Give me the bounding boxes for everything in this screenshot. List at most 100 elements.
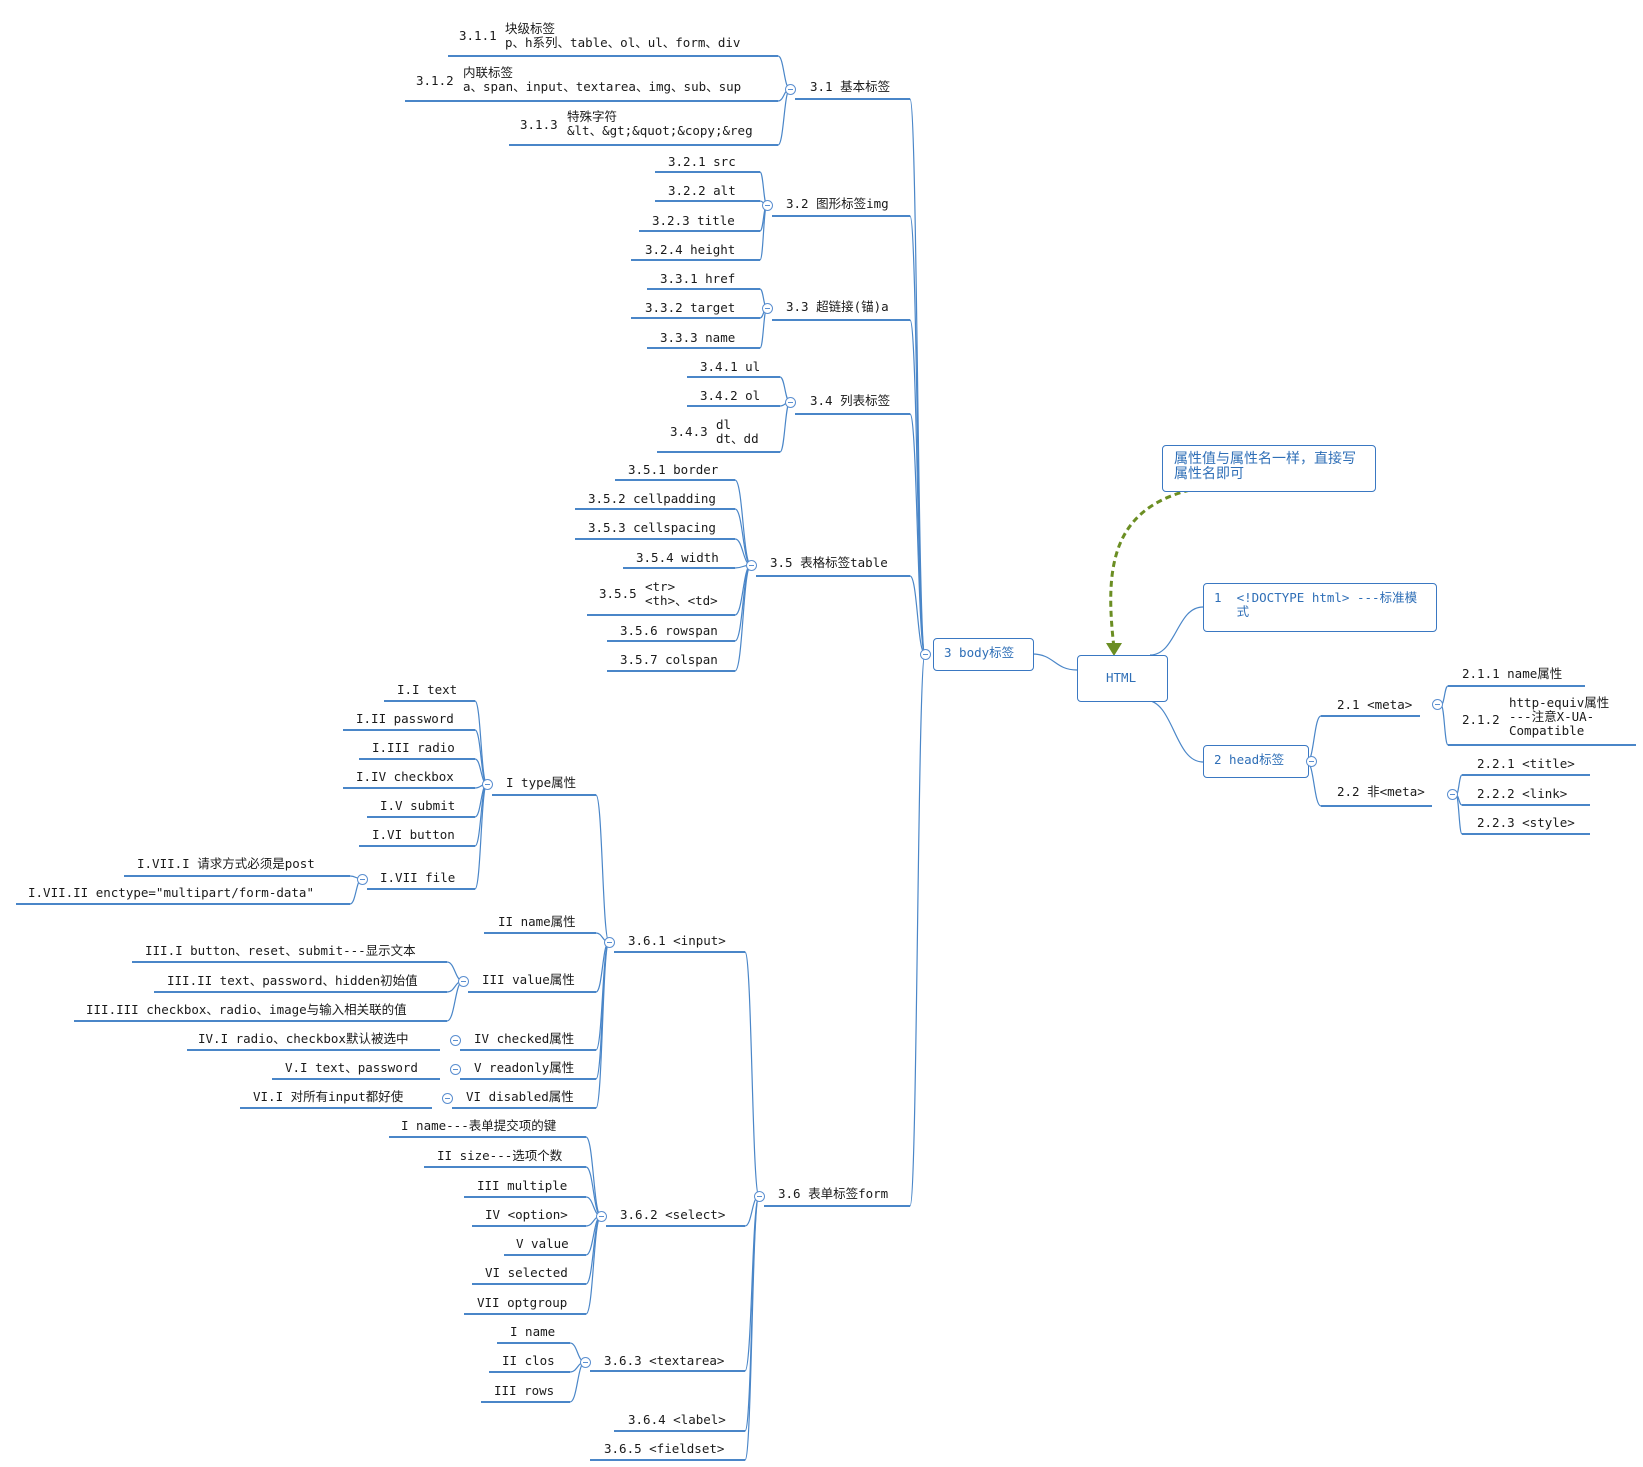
node-file-enctype[interactable]: I.VII.II enctype="multipart/form-data" [28, 885, 314, 900]
collapse-toggle-3-5[interactable] [746, 560, 757, 571]
node-textarea-clos[interactable]: II clos [502, 1353, 555, 1368]
collapse-toggle-3-6[interactable] [754, 1191, 765, 1202]
node-3-1-2-num[interactable]: 3.1.2 [416, 73, 454, 88]
node-3-1-1-text[interactable]: 块级标签 p、h系列、table、ol、ul、form、div [505, 21, 741, 50]
node-3-1-1-num[interactable]: 3.1.1 [459, 28, 497, 43]
node-3-6[interactable]: 3.6 表单标签form [778, 1186, 889, 1201]
node-input-value[interactable]: III value属性 [482, 972, 575, 987]
collapse-toggle-3-1[interactable] [785, 84, 796, 95]
collapse-toggle-readonly[interactable] [450, 1064, 461, 1075]
node-3-5-6[interactable]: 3.5.6 rowspan [620, 623, 718, 638]
node-3-1-3-num[interactable]: 3.1.3 [520, 117, 558, 132]
node-3-5-5-text[interactable]: <tr> <th>、<td> [645, 579, 718, 608]
node-2-1-2-text[interactable]: http-equiv属性 ---注意X-UA- Compatible [1509, 695, 1610, 738]
node-3-4-3-text[interactable]: dl dt、dd [716, 417, 759, 446]
node-3-2-3[interactable]: 3.2.3 title [652, 213, 735, 228]
node-2-2-3[interactable]: 2.2.3 <style> [1477, 815, 1575, 830]
link-3-6-5 [744, 1195, 760, 1461]
node-3-6-2[interactable]: 3.6.2 <select> [620, 1207, 726, 1222]
node-3-2[interactable]: 3.2 图形标签img [786, 196, 889, 211]
node-3-5-4[interactable]: 3.5.4 width [636, 550, 719, 565]
node-3-3[interactable]: 3.3 超链接(锚)a [786, 299, 889, 314]
node-3-2-1[interactable]: 3.2.1 src [668, 154, 736, 169]
node-3-5-7[interactable]: 3.5.7 colspan [620, 652, 718, 667]
node-3-1-2-text[interactable]: 内联标签 a、span、input、textarea、img、sub、sup [463, 65, 742, 94]
node-input-name[interactable]: II name属性 [498, 914, 576, 929]
collapse-toggle-3-4[interactable] [785, 397, 796, 408]
collapse-toggle-meta[interactable] [1432, 699, 1443, 710]
node-select-size[interactable]: II size---选项个数 [437, 1148, 563, 1163]
node-3-5[interactable]: 3.5 表格标签table [770, 555, 888, 570]
node-select-name[interactable]: I name---表单提交项的键 [401, 1118, 557, 1133]
node-type-text[interactable]: I.I text [397, 682, 458, 697]
node-file-post[interactable]: I.VII.I 请求方式必须是post [137, 856, 315, 871]
node-3-5-1[interactable]: 3.5.1 border [628, 462, 719, 477]
collapse-toggle-select[interactable] [596, 1211, 607, 1222]
collapse-toggle-3-3[interactable] [762, 303, 773, 314]
node-select-selected[interactable]: VI selected [485, 1265, 568, 1280]
node-type-password[interactable]: I.II password [356, 711, 454, 726]
node-type-file[interactable]: I.VII file [380, 870, 456, 885]
node-meta[interactable]: 2.1 <meta> [1337, 697, 1413, 712]
node-2-2-1[interactable]: 2.2.1 <title> [1477, 756, 1575, 771]
callout-box[interactable] [1162, 445, 1376, 492]
node-select-optgroup[interactable]: VII optgroup [477, 1295, 568, 1310]
node-2-1-1[interactable]: 2.1.1 name属性 [1462, 666, 1563, 681]
node-3-6-4[interactable]: 3.6.4 <label> [628, 1412, 726, 1427]
node-3-3-1[interactable]: 3.3.1 href [660, 271, 736, 286]
node-2-1-2-num[interactable]: 2.1.2 [1462, 712, 1500, 727]
node-3-3-3[interactable]: 3.3.3 name [660, 330, 736, 345]
collapse-toggle-3-2[interactable] [762, 200, 773, 211]
node-doctype[interactable] [1203, 583, 1437, 632]
node-3-6-3[interactable]: 3.6.3 <textarea> [604, 1353, 725, 1368]
node-3-2-4[interactable]: 3.2.4 height [645, 242, 736, 257]
node-3-4[interactable]: 3.4 列表标签 [810, 393, 891, 408]
node-input-checked[interactable]: IV checked属性 [474, 1031, 575, 1046]
node-disabled-1[interactable]: VI.I 对所有input都好使 [253, 1089, 404, 1104]
node-non-meta[interactable]: 2.2 非<meta> [1337, 784, 1425, 799]
node-select-value[interactable]: V value [516, 1236, 569, 1251]
node-3-5-2[interactable]: 3.5.2 cellpadding [588, 491, 716, 506]
node-3-1[interactable]: 3.1 基本标签 [810, 79, 891, 94]
node-select-option[interactable]: IV <option> [485, 1207, 568, 1222]
node-3-5-5-num[interactable]: 3.5.5 [599, 586, 637, 601]
node-3-3-2[interactable]: 3.3.2 target [645, 300, 736, 315]
node-input-readonly[interactable]: V readonly属性 [474, 1060, 575, 1075]
collapse-toggle-non-meta[interactable] [1447, 789, 1458, 800]
collapse-toggle-checked[interactable] [450, 1035, 461, 1046]
node-input-type[interactable]: I type属性 [506, 775, 577, 790]
collapse-toggle-input[interactable] [604, 937, 615, 948]
node-3-4-3-num[interactable]: 3.4.3 [670, 424, 708, 439]
node-type-submit[interactable]: I.V submit [380, 798, 456, 813]
node-type-checkbox[interactable]: I.IV checkbox [356, 769, 454, 784]
node-readonly-1[interactable]: V.I text、password [285, 1060, 418, 1075]
node-body[interactable] [933, 638, 1034, 671]
node-textarea-name[interactable]: I name [510, 1324, 556, 1339]
node-3-4-1[interactable]: 3.4.1 ul [700, 359, 761, 374]
node-textarea-rows[interactable]: III rows [494, 1383, 555, 1398]
node-3-5-3[interactable]: 3.5.3 cellspacing [588, 520, 716, 535]
node-select-multiple[interactable]: III multiple [477, 1178, 568, 1193]
node-value-1[interactable]: III.I button、reset、submit---显示文本 [145, 943, 416, 958]
collapse-toggle-value[interactable] [458, 976, 469, 987]
collapse-toggle-body[interactable] [920, 649, 931, 660]
node-input-disabled[interactable]: VI disabled属性 [466, 1089, 574, 1104]
node-checked-1[interactable]: IV.I radio、checkbox默认被选中 [198, 1031, 409, 1046]
collapse-toggle-disabled[interactable] [442, 1093, 453, 1104]
collapse-toggle-file[interactable] [357, 874, 368, 885]
node-value-2[interactable]: III.II text、password、hidden初始值 [167, 973, 418, 988]
node-head[interactable] [1203, 745, 1309, 778]
node-3-2-2[interactable]: 3.2.2 alt [668, 183, 736, 198]
node-value-3[interactable]: III.III checkbox、radio、image与输入相关联的值 [86, 1002, 407, 1017]
node-type-button[interactable]: I.VI button [372, 827, 455, 842]
collapse-toggle-head[interactable] [1306, 756, 1317, 767]
central-node[interactable] [1077, 655, 1168, 702]
collapse-toggle-textarea[interactable] [580, 1357, 591, 1368]
node-3-1-3-text[interactable]: 特殊字符 &lt、&gt;&quot;&copy;&reg [567, 109, 753, 138]
node-type-radio[interactable]: I.III radio [372, 740, 455, 755]
node-3-6-1[interactable]: 3.6.1 <input> [628, 933, 726, 948]
collapse-toggle-type[interactable] [482, 779, 493, 790]
node-3-6-5[interactable]: 3.6.5 <fieldset> [604, 1441, 725, 1456]
node-3-4-2[interactable]: 3.4.2 ol [700, 388, 761, 403]
node-2-2-2[interactable]: 2.2.2 <link> [1477, 786, 1568, 801]
